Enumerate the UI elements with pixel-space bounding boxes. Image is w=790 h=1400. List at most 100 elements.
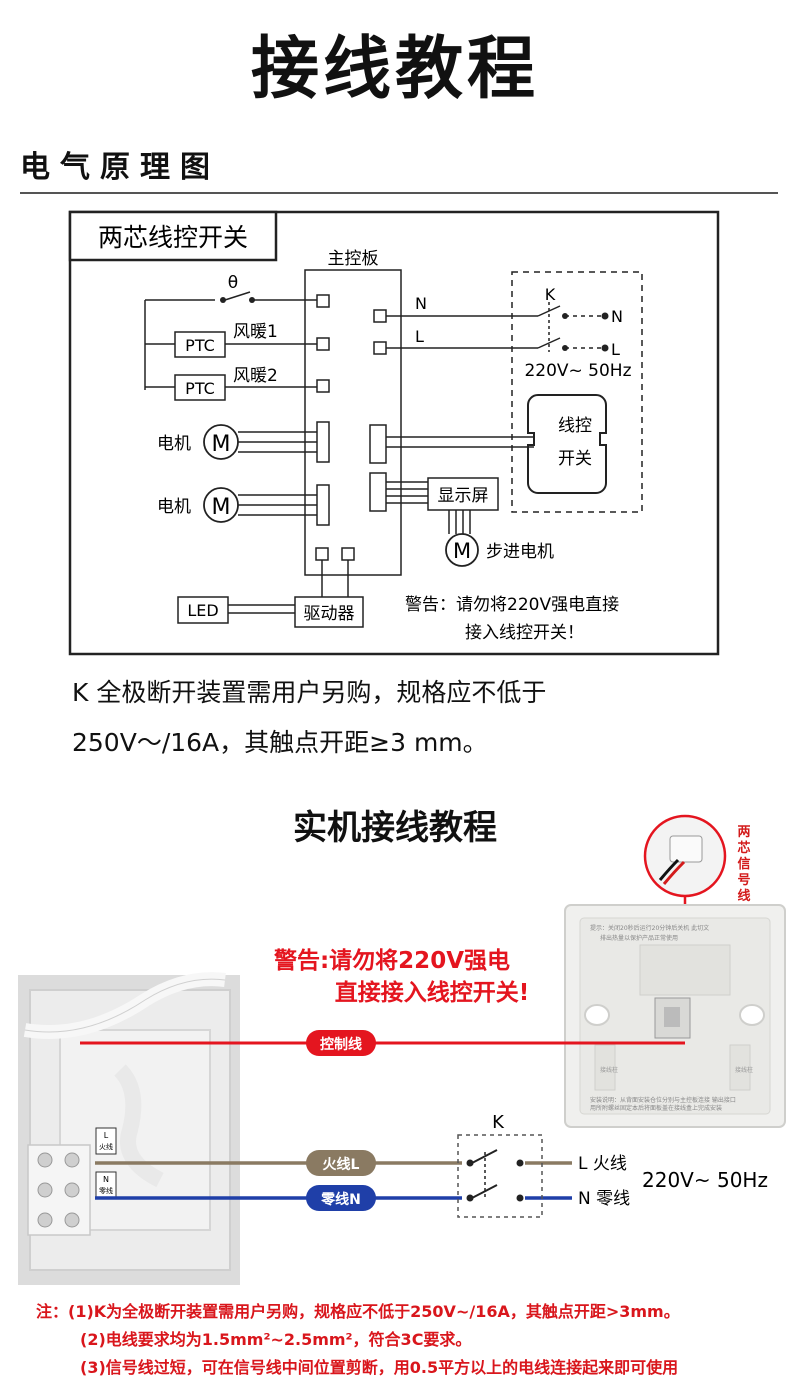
terminal <box>341 547 355 561</box>
motor-connector <box>316 484 330 526</box>
svg-text:N: N <box>103 1175 109 1184</box>
section-title-schematic: 电气原理图 <box>20 150 220 185</box>
switch-contact <box>220 297 226 303</box>
fan-heater-2-label: 风暖2 <box>233 366 278 386</box>
svg-text:线: 线 <box>737 888 750 904</box>
live-end-label: L 火线 <box>578 1154 627 1174</box>
terminal <box>316 379 330 393</box>
main-board <box>304 269 402 576</box>
schematic-label-tab <box>68 210 278 262</box>
panel-side-label: 接线柱 <box>600 1066 618 1074</box>
switch-contact <box>249 297 255 303</box>
switch-k-label: K <box>492 1112 505 1133</box>
terminal <box>316 337 330 351</box>
note-1: 注：(1)K为全极断开装置需用户另购，规格应不低于250V~/16A，其触点开距… <box>36 1302 680 1321</box>
terminal-dot <box>601 312 609 320</box>
schematic-warning-2: 接入线控开关！ <box>465 623 584 643</box>
schematic-warning-1: 警告：请勿将220V强电直接 <box>405 595 619 615</box>
note-2: (2)电线要求均为1.5mm²~2.5mm²，符合3C要求。 <box>80 1330 472 1349</box>
switch-contact <box>562 345 568 351</box>
switch-contact <box>562 313 568 319</box>
terminal-block <box>27 1144 91 1236</box>
signal-wire-label: 两 芯 信 号 线 <box>737 825 750 904</box>
terminal-l-tag <box>95 1127 117 1155</box>
led <box>177 596 229 624</box>
svg-text:控制线: 控制线 <box>320 1036 362 1053</box>
ptc-label: PTC <box>185 379 215 398</box>
section-divider <box>20 192 778 194</box>
panel-text: 提示：关闭20秒后运行20分钟后关机 此切文 <box>590 924 709 932</box>
motor-connector <box>316 421 330 463</box>
note-3: (3)信号线过短，可在信号线中间位置剪断，用0.5平方以上的电线连接起来即可使用 <box>80 1358 679 1377</box>
supply-l-label: L <box>611 340 620 359</box>
svg-text:火线L: 火线L <box>323 1156 360 1173</box>
main-board-label: 主控板 <box>328 249 379 269</box>
svg-text:L: L <box>104 1131 109 1140</box>
driver-label: 驱动器 <box>304 604 355 624</box>
panel-text: 安装说明：从背面安装仓位分别与主控板连接 输出接口 <box>590 1096 736 1104</box>
switch-connector <box>369 424 387 464</box>
electrical-schematic: 两芯线控开关 主控板 θ PTC 风暖1 PTC 风暖2 电机 M <box>68 210 720 656</box>
supply-n-label: N <box>611 307 623 326</box>
wire-switch-label-1: 线控 <box>558 416 592 436</box>
neutral-wire-tag <box>306 1185 376 1211</box>
line-l-label: L <box>415 327 424 346</box>
photo-warning-1: 警告:请勿将220V强电 <box>274 948 510 974</box>
display <box>427 477 499 511</box>
switch-enclosure <box>511 271 643 513</box>
supply-voltage: 220V~ 50Hz <box>642 1168 768 1192</box>
live-wire-tag <box>306 1150 376 1176</box>
terminal-l <box>373 341 387 355</box>
svg-text:火线: 火线 <box>99 1142 113 1151</box>
mounting-hole <box>584 1004 610 1026</box>
terminal <box>316 294 330 308</box>
svg-text:两: 两 <box>737 825 750 840</box>
motor-symbol: M <box>453 539 471 563</box>
switch-k-label: K <box>545 285 556 304</box>
stepper-motor-label: 步进电机 <box>486 542 554 562</box>
switch-requirement-note: K 全极断开装置需用户另购，规格应不低于 250V～/16A，其触点开距≥3 m… <box>72 668 772 768</box>
led-label: LED <box>187 601 218 620</box>
installation-diagram: 两 芯 信 号 线 提示：关闭20秒后运行20分钟后关机 此切文 排出热量以保护… <box>18 814 786 1285</box>
fan-heater-1-label: 风暖1 <box>233 322 278 342</box>
ptc-label: PTC <box>185 336 215 355</box>
switch-k-enclosure <box>457 1134 543 1218</box>
svg-text:芯: 芯 <box>737 840 750 856</box>
motor-1-label: 电机 <box>157 434 191 454</box>
thermostat-symbol: θ <box>228 273 238 293</box>
switch-requirement-line-1: K 全极断开装置需用户另购，规格应不低于 <box>72 678 547 707</box>
svg-text:零线: 零线 <box>99 1186 113 1195</box>
photo-warning-2: 直接接入线控开关! <box>335 979 530 1006</box>
panel-side-label: 接线柱 <box>735 1066 753 1074</box>
svg-text:号: 号 <box>737 873 750 888</box>
display-label: 显示屏 <box>438 486 489 506</box>
terminal <box>315 547 329 561</box>
control-wire-tag <box>306 1030 376 1056</box>
wire-switch-label-2: 开关 <box>558 449 592 469</box>
terminal-dot <box>601 344 609 352</box>
wire-control-switch <box>527 394 607 494</box>
switch-requirement-line-2: 250V～/16A，其触点开距≥3 mm。 <box>72 728 488 757</box>
ptc-heater-2 <box>174 374 226 401</box>
svg-text:信: 信 <box>737 856 750 872</box>
panel-text: 用所附螺丝固定本后将面板盖在接线盒上完成安装 <box>590 1104 722 1112</box>
driver <box>294 596 364 628</box>
stepper-motor-icon <box>445 533 479 567</box>
svg-text:零线N: 零线N <box>320 1191 361 1208</box>
connector-plug-icon <box>669 835 703 863</box>
neutral-end-label: N 零线 <box>578 1189 630 1209</box>
schematic-label: 两芯线控开关 <box>98 223 248 252</box>
page-title: 接线教程 <box>250 30 539 109</box>
panel-text: 排出热量以保护产品正常使用 <box>600 934 678 942</box>
display-connector <box>369 472 387 512</box>
terminal-n <box>373 309 387 323</box>
line-n-label: N <box>415 294 427 313</box>
ptc-heater-1 <box>174 331 226 358</box>
schematic-frame <box>68 210 720 656</box>
motor-symbol: M <box>212 495 231 520</box>
supply-voltage: 220V~ 50Hz <box>524 361 631 381</box>
motor-symbol: M <box>212 432 231 457</box>
mounting-hole <box>739 1004 765 1026</box>
motor-2-label: 电机 <box>157 497 191 517</box>
section-title-installation: 实机接线教程 <box>293 808 497 848</box>
